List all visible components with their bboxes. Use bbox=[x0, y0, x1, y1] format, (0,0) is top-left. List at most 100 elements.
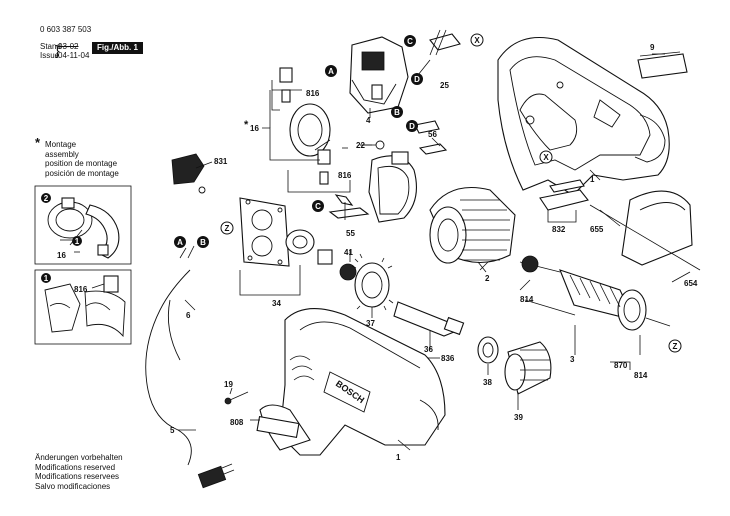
inset-number-1-upper: 1 bbox=[72, 236, 82, 246]
svg-text:1: 1 bbox=[75, 237, 80, 246]
part-label-56: 56 bbox=[428, 130, 437, 139]
inset-frame-upper bbox=[34, 185, 132, 265]
part-label-41: 41 bbox=[344, 248, 353, 257]
part-label-1-top: 1 bbox=[590, 175, 595, 184]
part-label-870: 870 bbox=[614, 361, 628, 370]
brush-holder-drawing bbox=[279, 67, 331, 185]
gear-plate-drawing bbox=[239, 197, 290, 267]
inset-frame-lower bbox=[34, 269, 132, 345]
drill-housing-drawing bbox=[256, 308, 446, 456]
callout-c-mid: C bbox=[312, 200, 324, 212]
svg-text:B: B bbox=[394, 108, 400, 117]
svg-text:2: 2 bbox=[44, 194, 49, 203]
changes-legend: Änderungen vorbehalten Modifications res… bbox=[35, 453, 123, 491]
part-label-3: 3 bbox=[570, 355, 575, 364]
callout-b-cord: B bbox=[197, 236, 209, 248]
inset-number-2: 2 bbox=[41, 193, 51, 203]
inset-brush-ring-drawing bbox=[47, 197, 120, 259]
changes-line: Modifications reservees bbox=[35, 472, 120, 481]
small-clip-drawing bbox=[334, 120, 440, 206]
part-label-808: 808 bbox=[230, 418, 244, 427]
part-label-814-right: 814 bbox=[634, 371, 648, 380]
callout-x-top: X bbox=[470, 33, 484, 47]
stator-drawing bbox=[429, 186, 516, 273]
leader-lines bbox=[69, 53, 691, 451]
callout-c-top: C bbox=[404, 35, 416, 47]
svg-text:C: C bbox=[407, 37, 413, 46]
svg-text:Z: Z bbox=[225, 224, 230, 233]
field-ring-drawing bbox=[328, 140, 448, 223]
callout-a-cord: A bbox=[174, 236, 186, 248]
part-label-25: 25 bbox=[440, 81, 449, 90]
part-label-654: 654 bbox=[684, 279, 698, 288]
montage-line: assembly bbox=[45, 149, 79, 159]
callout-a-top: A bbox=[325, 65, 337, 77]
part-label-2: 2 bbox=[485, 274, 490, 283]
part-label-4: 4 bbox=[366, 116, 371, 125]
svg-text:1: 1 bbox=[44, 274, 49, 283]
callout-z-left: Z bbox=[220, 221, 234, 235]
changes-line: Modifications reserved bbox=[35, 462, 116, 472]
collar-drawing bbox=[477, 336, 499, 364]
part-label-816-top: 816 bbox=[306, 89, 320, 98]
part-label-16-inset: 16 bbox=[57, 251, 66, 260]
part-label-816-inset: 816 bbox=[74, 285, 88, 294]
fan-guard-drawing bbox=[589, 190, 701, 271]
inset-terminal-drawing bbox=[44, 275, 126, 338]
callout-z-right: Z bbox=[668, 339, 682, 353]
montage-legend: * Montage assembly position de montage p… bbox=[35, 135, 119, 178]
part-label-836: 836 bbox=[441, 354, 455, 363]
issue-label: Issue bbox=[40, 51, 60, 60]
part-label-19: 19 bbox=[224, 380, 233, 389]
bearing-drawing bbox=[285, 229, 333, 265]
switch-drawing bbox=[349, 29, 461, 114]
svg-text:C: C bbox=[315, 202, 321, 211]
inset-number-1-lower: 1 bbox=[41, 273, 51, 283]
asterisk-symbol: * bbox=[35, 135, 41, 150]
part-label-655: 655 bbox=[590, 225, 604, 234]
armature-drawing bbox=[519, 255, 671, 331]
part-label-6: 6 bbox=[186, 311, 191, 320]
part-label-816-mid: 816 bbox=[338, 171, 352, 180]
bracket-glyph: } bbox=[55, 42, 60, 58]
screw-drawing bbox=[224, 391, 249, 405]
figure-label: Fig./Abb. 1 bbox=[92, 42, 143, 54]
montage-line: Montage bbox=[45, 140, 77, 149]
part-label-22: 22 bbox=[356, 141, 365, 150]
svg-text:X: X bbox=[474, 36, 480, 45]
chuck-drawing bbox=[504, 341, 552, 395]
svg-text:B: B bbox=[200, 238, 206, 247]
spindle-drawing bbox=[393, 301, 465, 337]
callout-b-top: B bbox=[391, 106, 403, 118]
changes-line: Änderungen vorbehalten bbox=[35, 453, 123, 462]
montage-line: posición de montage bbox=[45, 168, 119, 178]
part-label-9: 9 bbox=[650, 43, 655, 52]
svg-text:A: A bbox=[177, 238, 183, 247]
asterisk-marker: * bbox=[244, 119, 249, 131]
svg-text:D: D bbox=[414, 75, 420, 84]
part-label-38: 38 bbox=[483, 378, 492, 387]
svg-text:D: D bbox=[409, 122, 415, 131]
needle-bearing-drawing bbox=[339, 263, 357, 281]
svg-text:X: X bbox=[543, 153, 549, 162]
part-label-37: 37 bbox=[366, 319, 375, 328]
changes-line: Salvo modificaciones bbox=[35, 481, 111, 491]
part-number: 0 603 387 503 bbox=[40, 25, 92, 34]
part-label-5: 5 bbox=[170, 426, 175, 435]
label-plate-drawing bbox=[637, 51, 688, 79]
power-cord-drawing bbox=[145, 245, 235, 489]
callout-d-mid: D bbox=[406, 120, 418, 132]
callout-d-top: D bbox=[411, 73, 423, 85]
issue-value: 04-11-04 bbox=[58, 51, 90, 60]
part-label-16: 16 bbox=[250, 124, 259, 133]
svg-text:Z: Z bbox=[673, 342, 678, 351]
grip-drawing bbox=[171, 153, 206, 194]
callout-x-mid: X bbox=[539, 150, 553, 164]
part-label-36: 36 bbox=[424, 345, 433, 354]
part-label-814-left: 814 bbox=[520, 295, 534, 304]
stand-label: Stand bbox=[40, 42, 61, 51]
montage-line: position de montage bbox=[45, 159, 118, 168]
stand-value: 03-02 bbox=[58, 42, 79, 51]
part-label-831: 831 bbox=[214, 157, 228, 166]
